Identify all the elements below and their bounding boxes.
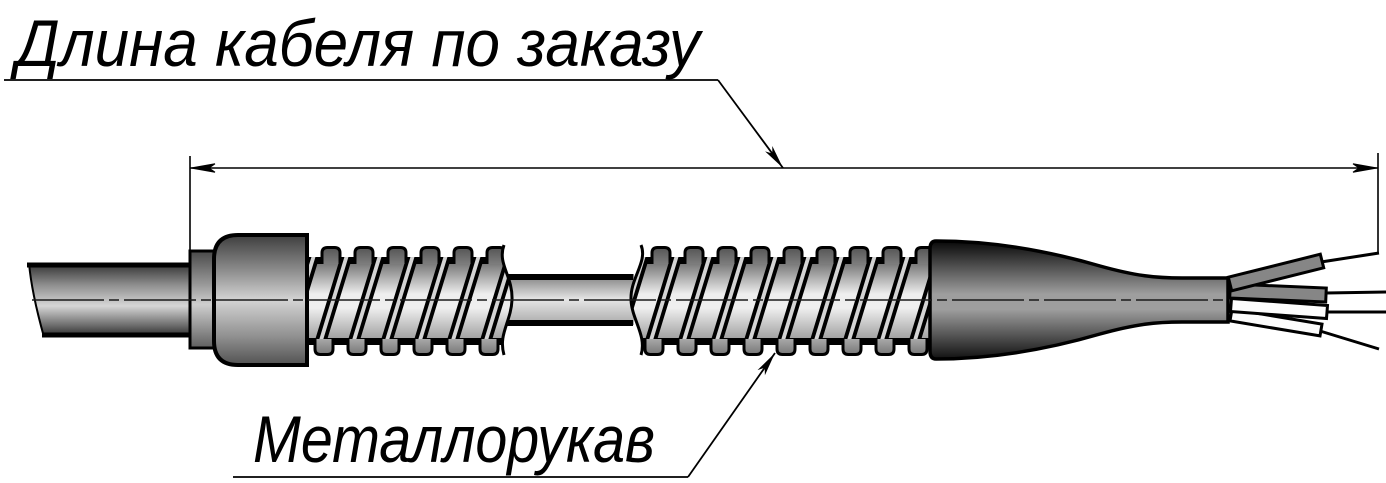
- metal-hose-callout: Металлорукав: [233, 352, 776, 478]
- metal-hose-label: Металлорукав: [253, 402, 655, 476]
- leader-line-top: [717, 79, 784, 169]
- dimension: [189, 153, 1379, 253]
- leader-arrow-top: [765, 146, 783, 168]
- dimension-arrow-left: [190, 163, 216, 173]
- wire-4: [1228, 307, 1380, 351]
- cable-length-label: Длина кабеля по заказу: [9, 6, 703, 80]
- wire-2: [1228, 282, 1386, 304]
- cable-length-callout: Длина кабеля по заказу: [4, 6, 784, 169]
- leader-line-bottom: [687, 352, 776, 478]
- leader-arrow-bottom: [757, 353, 775, 376]
- wire-3: [1228, 296, 1386, 321]
- dimension-arrow-right: [1352, 163, 1378, 173]
- wires: [1226, 251, 1386, 351]
- wire-1: [1226, 251, 1380, 293]
